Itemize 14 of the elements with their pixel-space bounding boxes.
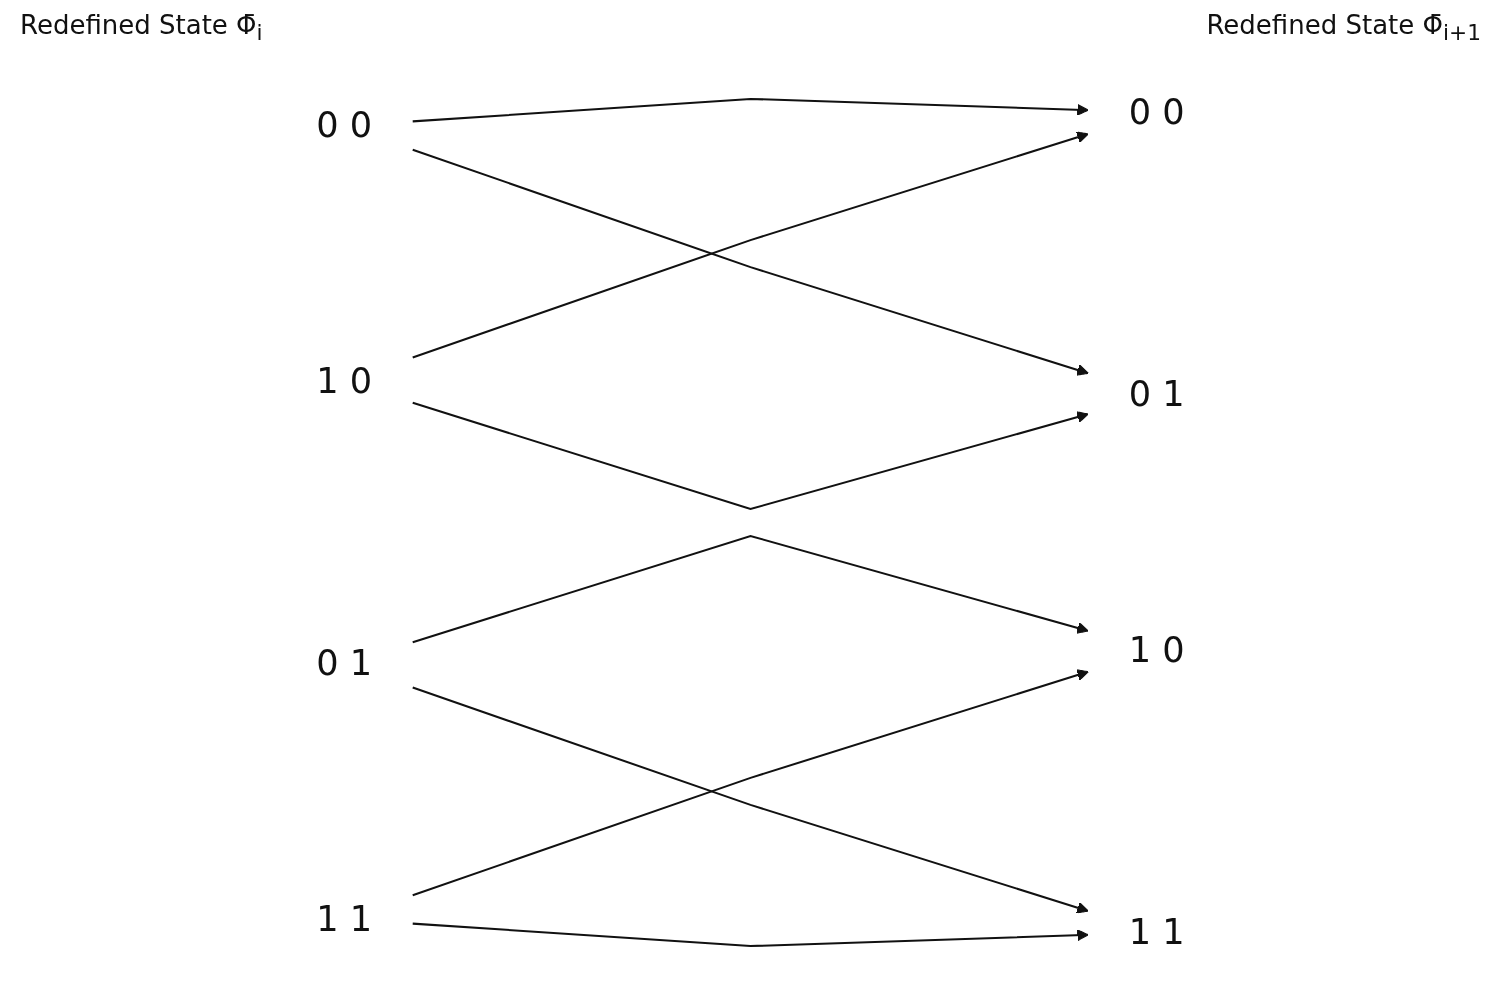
- node-text: 1 0: [316, 360, 373, 401]
- arrow: [412, 922, 1089, 948]
- arrow: [412, 401, 1089, 511]
- arrow: [412, 97, 1089, 123]
- node-text: 1 0: [1128, 629, 1185, 670]
- node-text: 1 1: [1128, 911, 1185, 953]
- node-text: 0 1: [316, 642, 373, 684]
- node-text: 0 0: [316, 104, 373, 146]
- node-text: 1 1: [316, 898, 373, 939]
- column-heading: Redefined State Φ̄$_{i+1}$: [1206, 10, 1481, 48]
- node-text: 0 0: [1128, 91, 1185, 133]
- column-heading: Redefined State Φ̄$_{i}$: [20, 10, 263, 48]
- arrow: [412, 534, 1089, 644]
- node-text: 0 1: [1128, 373, 1185, 415]
